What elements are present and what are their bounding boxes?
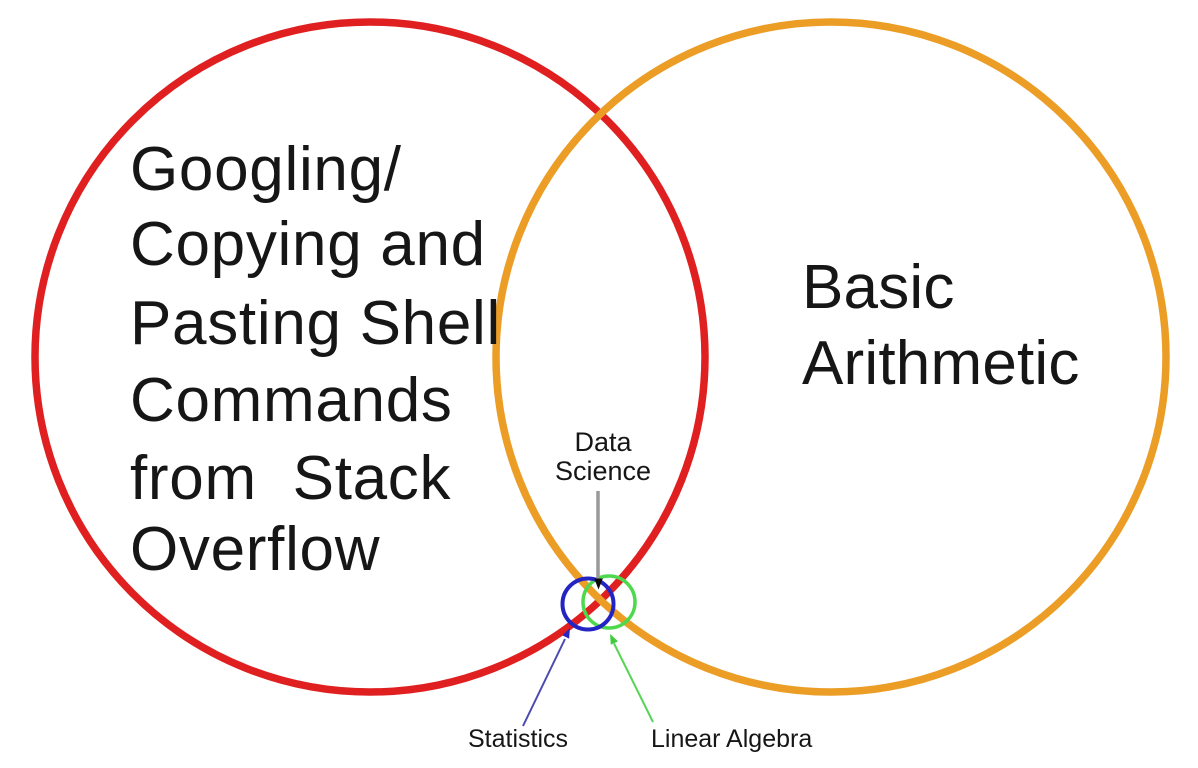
- svg-text:Commands: Commands: [130, 366, 453, 435]
- svg-text:Arithmetic: Arithmetic: [802, 329, 1080, 398]
- svg-text:Pasting Shell: Pasting Shell: [130, 289, 501, 358]
- svg-text:Statistics: Statistics: [468, 725, 568, 753]
- svg-text:Linear Algebra: Linear Algebra: [651, 725, 812, 753]
- svg-text:Copying and: Copying and: [130, 210, 486, 279]
- svg-text:Basic: Basic: [802, 253, 955, 322]
- svg-text:from Stack: from Stack: [130, 444, 452, 513]
- svg-text:Data: Data: [574, 427, 632, 457]
- svg-text:Science: Science: [555, 456, 651, 486]
- svg-text:Overflow: Overflow: [130, 515, 380, 584]
- svg-text:Googling/: Googling/: [130, 135, 402, 204]
